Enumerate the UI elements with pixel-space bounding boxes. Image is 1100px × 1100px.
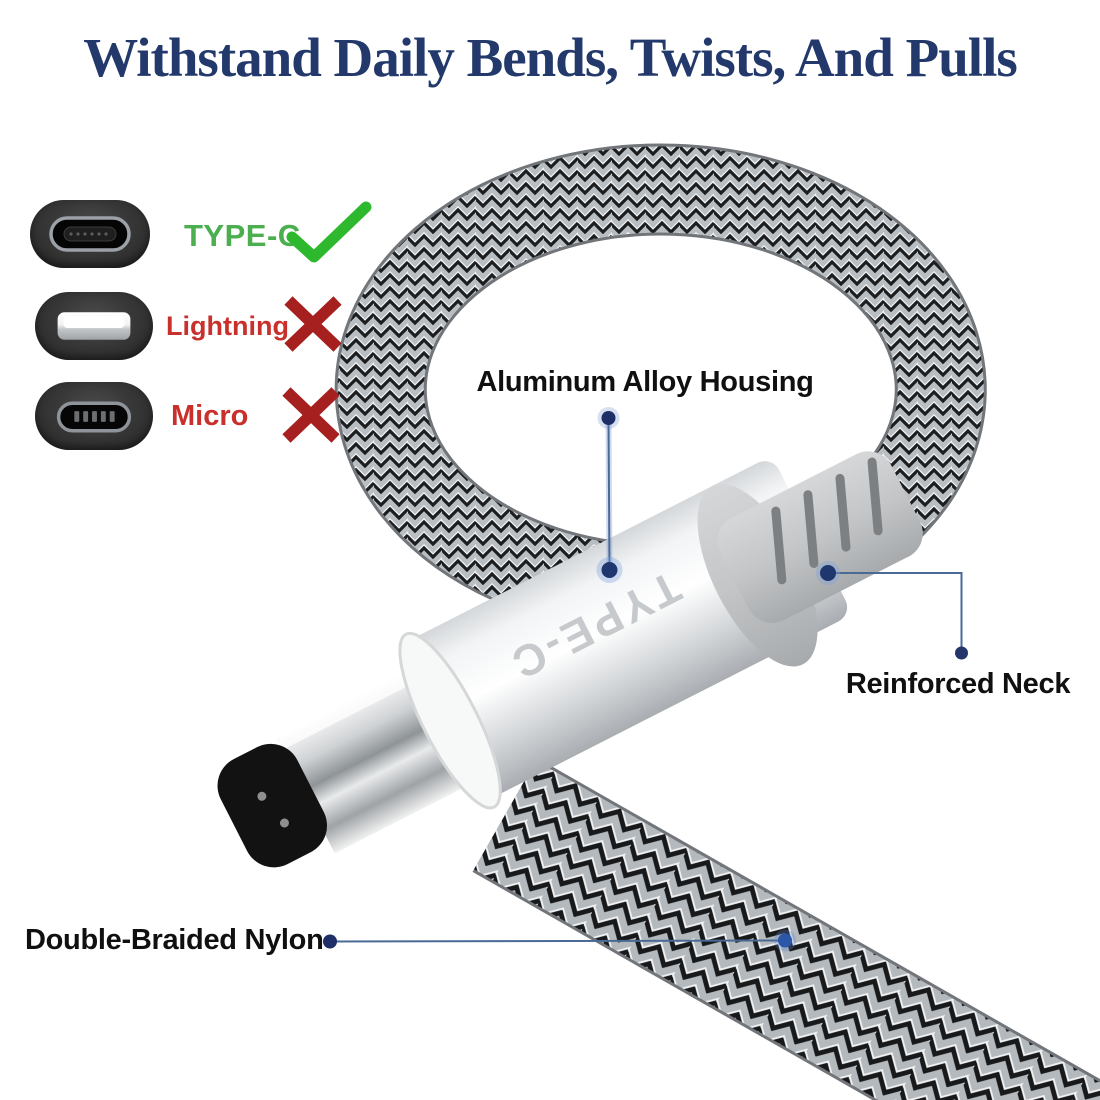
usb-c-port-graphic [49,216,131,252]
callout-dot [778,933,792,948]
annotation-housing: Aluminum Alloy Housing [476,366,814,398]
callout-dot [601,562,618,578]
lightning-port-graphic [57,312,131,340]
plug-collar [398,631,502,810]
callout-housing [596,407,623,583]
callout-line [829,572,963,652]
connector-label-type-c: TYPE-C [184,218,301,253]
plug-face [217,743,328,868]
callout-dot [323,934,337,949]
connector-label-lightning: Lightning [166,311,289,341]
type-c-connector-icon [30,200,150,268]
check-icon [286,201,372,263]
callout-dot [820,565,836,581]
callout-neck [816,561,968,660]
callout-line [331,939,786,943]
page-title: Withstand Daily Bends, Twists, And Pulls [83,27,1018,88]
connector-label-micro: Micro [171,400,249,432]
plug-pin [257,791,267,801]
strain-relief-neck [697,451,923,667]
plug-pin [279,818,289,828]
lightning-connector-icon [35,292,153,360]
callout-cable [323,929,796,952]
callout-dot [601,411,616,425]
cross-icon [282,387,340,443]
braided-cable-loop [334,143,987,635]
annotation-cable: Double-Braided Nylon [25,924,324,956]
callout-line [607,419,611,569]
usb-c-plug: TYPE-C [217,451,923,868]
micro-usb-connector-icon [35,382,153,450]
callout-dot [955,646,968,660]
cross-icon [284,296,342,352]
micro-usb-port-graphic [56,401,132,433]
braided-cable-straight [472,758,1100,1100]
annotation-neck: Reinforced Neck [845,668,1071,700]
